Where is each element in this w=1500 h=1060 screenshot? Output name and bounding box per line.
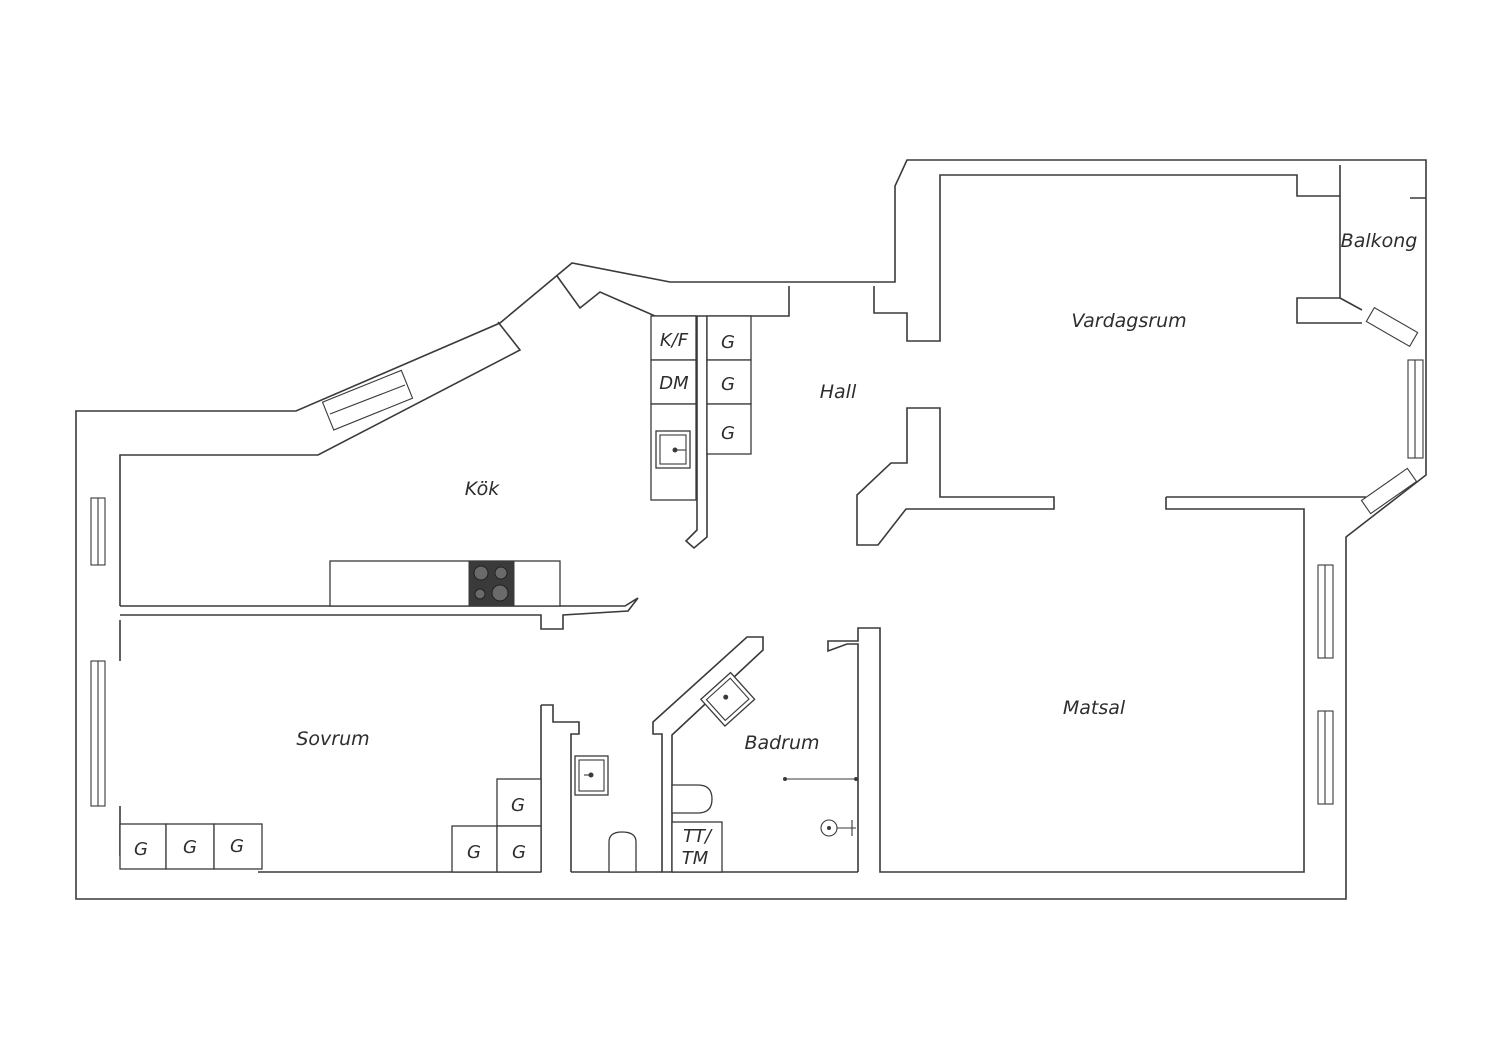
room-labels: Kök Hall Vardagsrum Balkong Sovrum Badru… — [296, 230, 1417, 754]
bath-toilet — [671, 784, 713, 814]
tag-fridge-freezer: K/F — [660, 330, 689, 351]
bathroom-fixtures — [671, 671, 858, 873]
bath-sink — [699, 671, 756, 728]
label-matsal: Matsal — [1063, 697, 1126, 719]
washer-dryer — [671, 821, 723, 873]
tag-wardrobe: G — [230, 836, 244, 857]
tag-wardrobe: G — [512, 842, 526, 863]
window-bay-upper — [1365, 306, 1419, 348]
tag-wardrobe: G — [183, 837, 197, 858]
tag-washer-dryer-2: TM — [682, 848, 709, 869]
tag-wardrobe: G — [467, 842, 481, 863]
label-vardagsrum: Vardagsrum — [1071, 310, 1186, 332]
wardrobe-bed-1 — [119, 823, 167, 870]
wardrobe-bed-5 — [451, 825, 498, 873]
label-kok: Kök — [465, 478, 500, 500]
tag-wardrobe: G — [721, 374, 735, 395]
dishwasher — [650, 359, 697, 405]
tag-washer-dryer-1: TT/ — [683, 826, 713, 847]
wardrobe-bed-6 — [496, 825, 542, 873]
outer-walls — [75, 159, 1427, 900]
window-bay-lower — [1360, 467, 1418, 515]
fixture-labels: K/F DM G G G G G G G G G TT/ TM — [134, 330, 735, 869]
label-hall: Hall — [820, 381, 857, 403]
fridge-freezer — [650, 315, 697, 361]
tag-wardrobe: G — [511, 795, 525, 816]
windows — [90, 306, 1424, 807]
label-balkong: Balkong — [1341, 230, 1418, 252]
bedroom-fixtures — [119, 778, 542, 873]
wc-fixtures — [574, 755, 637, 873]
tag-wardrobe: G — [721, 423, 735, 444]
wardrobe-hall-3 — [706, 403, 752, 455]
label-sovrum: Sovrum — [296, 728, 369, 750]
tag-dishwasher: DM — [659, 373, 689, 394]
label-badrum: Badrum — [744, 732, 819, 754]
kitchen-fixtures — [329, 315, 752, 607]
kitchen-counter — [329, 560, 561, 607]
wardrobe-bed-3 — [213, 823, 263, 870]
wc-toilet — [608, 831, 637, 873]
tag-wardrobe: G — [134, 839, 148, 860]
window-kitchen-north — [321, 369, 414, 431]
wardrobe-hall-2 — [706, 359, 752, 405]
tag-wardrobe: G — [721, 332, 735, 353]
